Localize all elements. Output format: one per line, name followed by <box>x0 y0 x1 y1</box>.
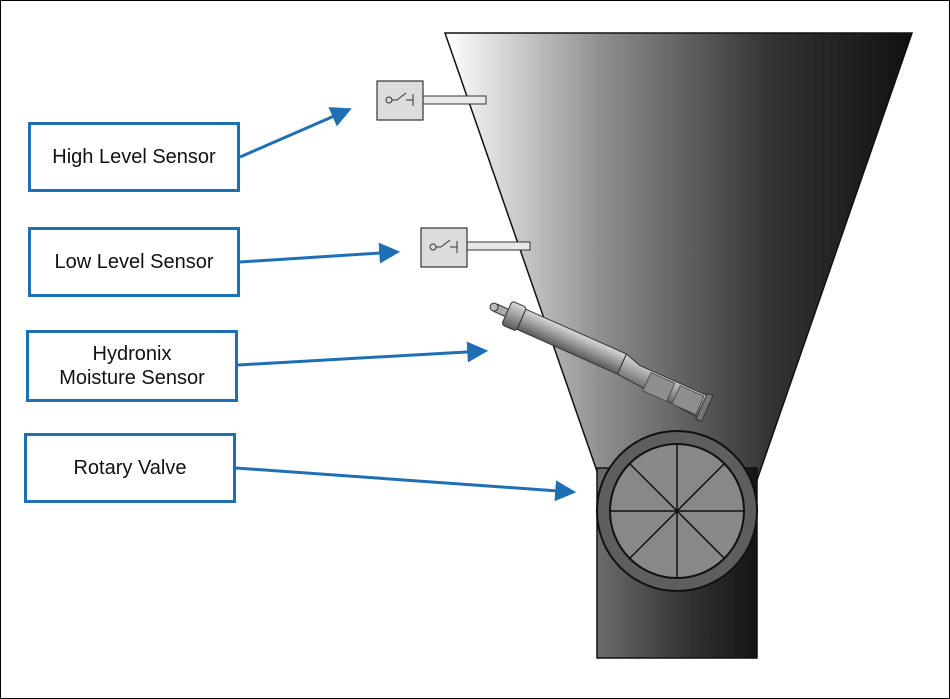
arrow-moisture <box>237 341 489 367</box>
moisture-sensor-text-line1: Hydronix <box>92 343 172 365</box>
rotary-valve-label: Rotary Valve <box>24 433 236 503</box>
arrow-low-level <box>239 242 401 264</box>
high-level-sensor-text: High Level Sensor <box>52 146 216 168</box>
rotary-valve-icon <box>596 430 758 592</box>
hopper-body <box>443 32 914 481</box>
moisture-sensor-text-line2: Moisture Sensor <box>59 367 205 389</box>
low-level-switch-icon <box>420 227 531 268</box>
moisture-sensor-label: Hydronix Moisture Sensor <box>26 330 238 402</box>
low-level-sensor-label: Low Level Sensor <box>28 227 240 297</box>
arrow-high-level <box>239 107 352 159</box>
rotary-valve-text: Rotary Valve <box>73 457 187 479</box>
arrow-rotary <box>235 466 577 502</box>
high-level-sensor-label: High Level Sensor <box>28 122 240 192</box>
low-level-sensor-text: Low Level Sensor <box>54 251 214 273</box>
moisture-probe-icon <box>489 301 714 423</box>
high-level-switch-icon <box>376 80 487 121</box>
